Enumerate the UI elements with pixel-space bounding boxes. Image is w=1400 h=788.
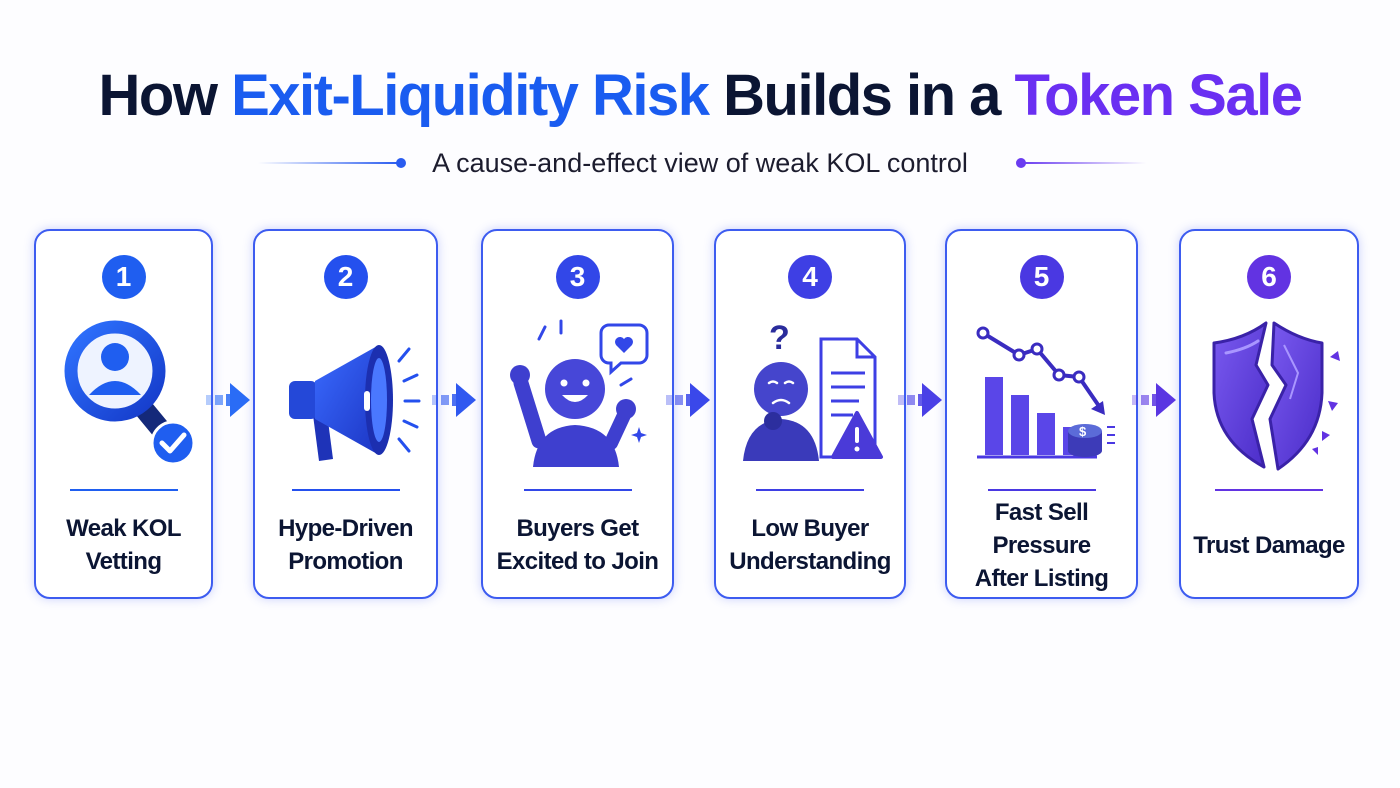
step-card-5: 5 $ Fast Sell Pressure After Listing bbox=[945, 229, 1138, 599]
step-badge-2: 2 bbox=[323, 255, 368, 299]
step-badge-1: 1 bbox=[101, 255, 146, 299]
arrow-right-icon bbox=[432, 383, 476, 417]
excited-buyer-icon bbox=[509, 319, 648, 467]
step-label-3: Buyers Get Excited to Join bbox=[496, 515, 659, 575]
step-label-4: Low Buyer Understanding bbox=[729, 515, 891, 575]
arrow-right-icon bbox=[666, 383, 710, 417]
step-card-4: 4 ? Low Buyer Understanding bbox=[714, 229, 906, 599]
step-card-2: 2 Hype-Driven Promotion bbox=[253, 229, 438, 599]
subtitle-row: A cause-and-effect view of weak KOL cont… bbox=[0, 146, 1400, 182]
title-exit-liquidity-risk: Exit-Liquidity Risk bbox=[231, 63, 710, 128]
svg-text:?: ? bbox=[769, 319, 790, 357]
svg-text:$: $ bbox=[1079, 424, 1087, 439]
step-badge-3: 3 bbox=[555, 255, 600, 299]
step-badge-4: 4 bbox=[788, 255, 832, 299]
subtitle-dot-right bbox=[1016, 158, 1026, 168]
falling-chart-icon: $ bbox=[976, 326, 1115, 459]
step-divider-4 bbox=[756, 489, 864, 491]
step-card-3: 3 Buyers Get Excited to Join bbox=[481, 229, 674, 599]
page-title: How Exit-Liquidity Risk Builds in a Toke… bbox=[0, 62, 1400, 129]
subtitle-divider-left bbox=[258, 162, 398, 164]
arrow-right-icon bbox=[1132, 383, 1176, 417]
title-how: How bbox=[98, 63, 218, 128]
arrow-right-icon bbox=[206, 383, 250, 417]
step-divider-2 bbox=[291, 489, 400, 491]
step-label-1: Weak KOL Vetting bbox=[66, 515, 181, 575]
step-card-6: 6 Trust Damage bbox=[1179, 229, 1359, 599]
step-badge-5: 5 bbox=[1019, 255, 1064, 299]
confused-buyer-icon: ? bbox=[743, 319, 883, 461]
step-divider-6 bbox=[1215, 489, 1323, 491]
step-label-6: Trust Damage bbox=[1193, 531, 1345, 559]
step-divider-5 bbox=[987, 489, 1096, 491]
step-divider-1 bbox=[69, 489, 178, 491]
subtitle-dot-left bbox=[396, 158, 406, 168]
step-divider-3 bbox=[523, 489, 632, 491]
title-builds-in-a: Builds in a bbox=[723, 63, 1001, 128]
subtitle: A cause-and-effect view of weak KOL cont… bbox=[432, 148, 968, 178]
broken-shield-icon bbox=[1212, 321, 1340, 471]
step-label-5: Fast Sell Pressure After Listing bbox=[974, 498, 1109, 592]
title-token-sale: Token Sale bbox=[1014, 63, 1303, 128]
magnifier-user-check-icon bbox=[64, 320, 195, 466]
step-card-1: 1 Weak KOL Vetting bbox=[34, 229, 213, 599]
arrow-right-icon bbox=[898, 383, 942, 417]
step-badge-6: 6 bbox=[1247, 255, 1291, 299]
step-label-2: Hype-Driven Promotion bbox=[278, 515, 413, 575]
subtitle-divider-right bbox=[1022, 162, 1146, 164]
megaphone-icon bbox=[288, 345, 420, 461]
